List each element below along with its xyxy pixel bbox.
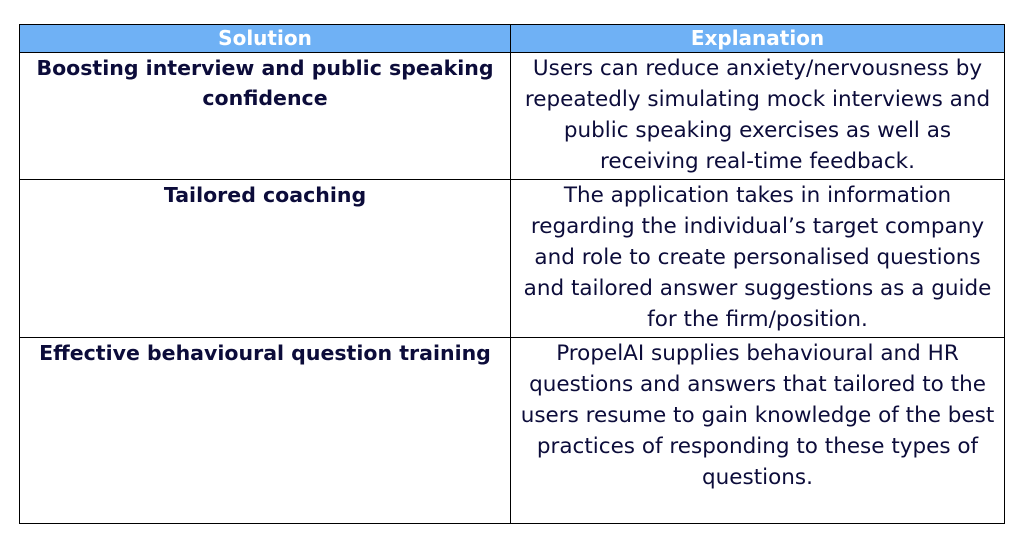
solution-cell: Boosting interview and public speaking c…	[19, 52, 511, 180]
solutions-table: Solution Explanation Boosting interview …	[19, 24, 1005, 524]
header-explanation: Explanation	[510, 24, 1005, 53]
table-row: Tailored coaching The application takes …	[19, 179, 1005, 338]
table-row: Boosting interview and public speaking c…	[19, 52, 1005, 180]
solution-cell: Effective behavioural question training	[19, 337, 511, 524]
explanation-cell: Users can reduce anxiety/nervousness by …	[510, 52, 1005, 180]
header-solution: Solution	[19, 24, 511, 53]
explanation-cell: The application takes in information reg…	[510, 179, 1005, 338]
table-header-row: Solution Explanation	[19, 24, 1005, 53]
explanation-cell: PropelAI supplies behavioural and HR que…	[510, 337, 1005, 524]
table-row: Effective behavioural question training …	[19, 337, 1005, 524]
solution-cell: Tailored coaching	[19, 179, 511, 338]
